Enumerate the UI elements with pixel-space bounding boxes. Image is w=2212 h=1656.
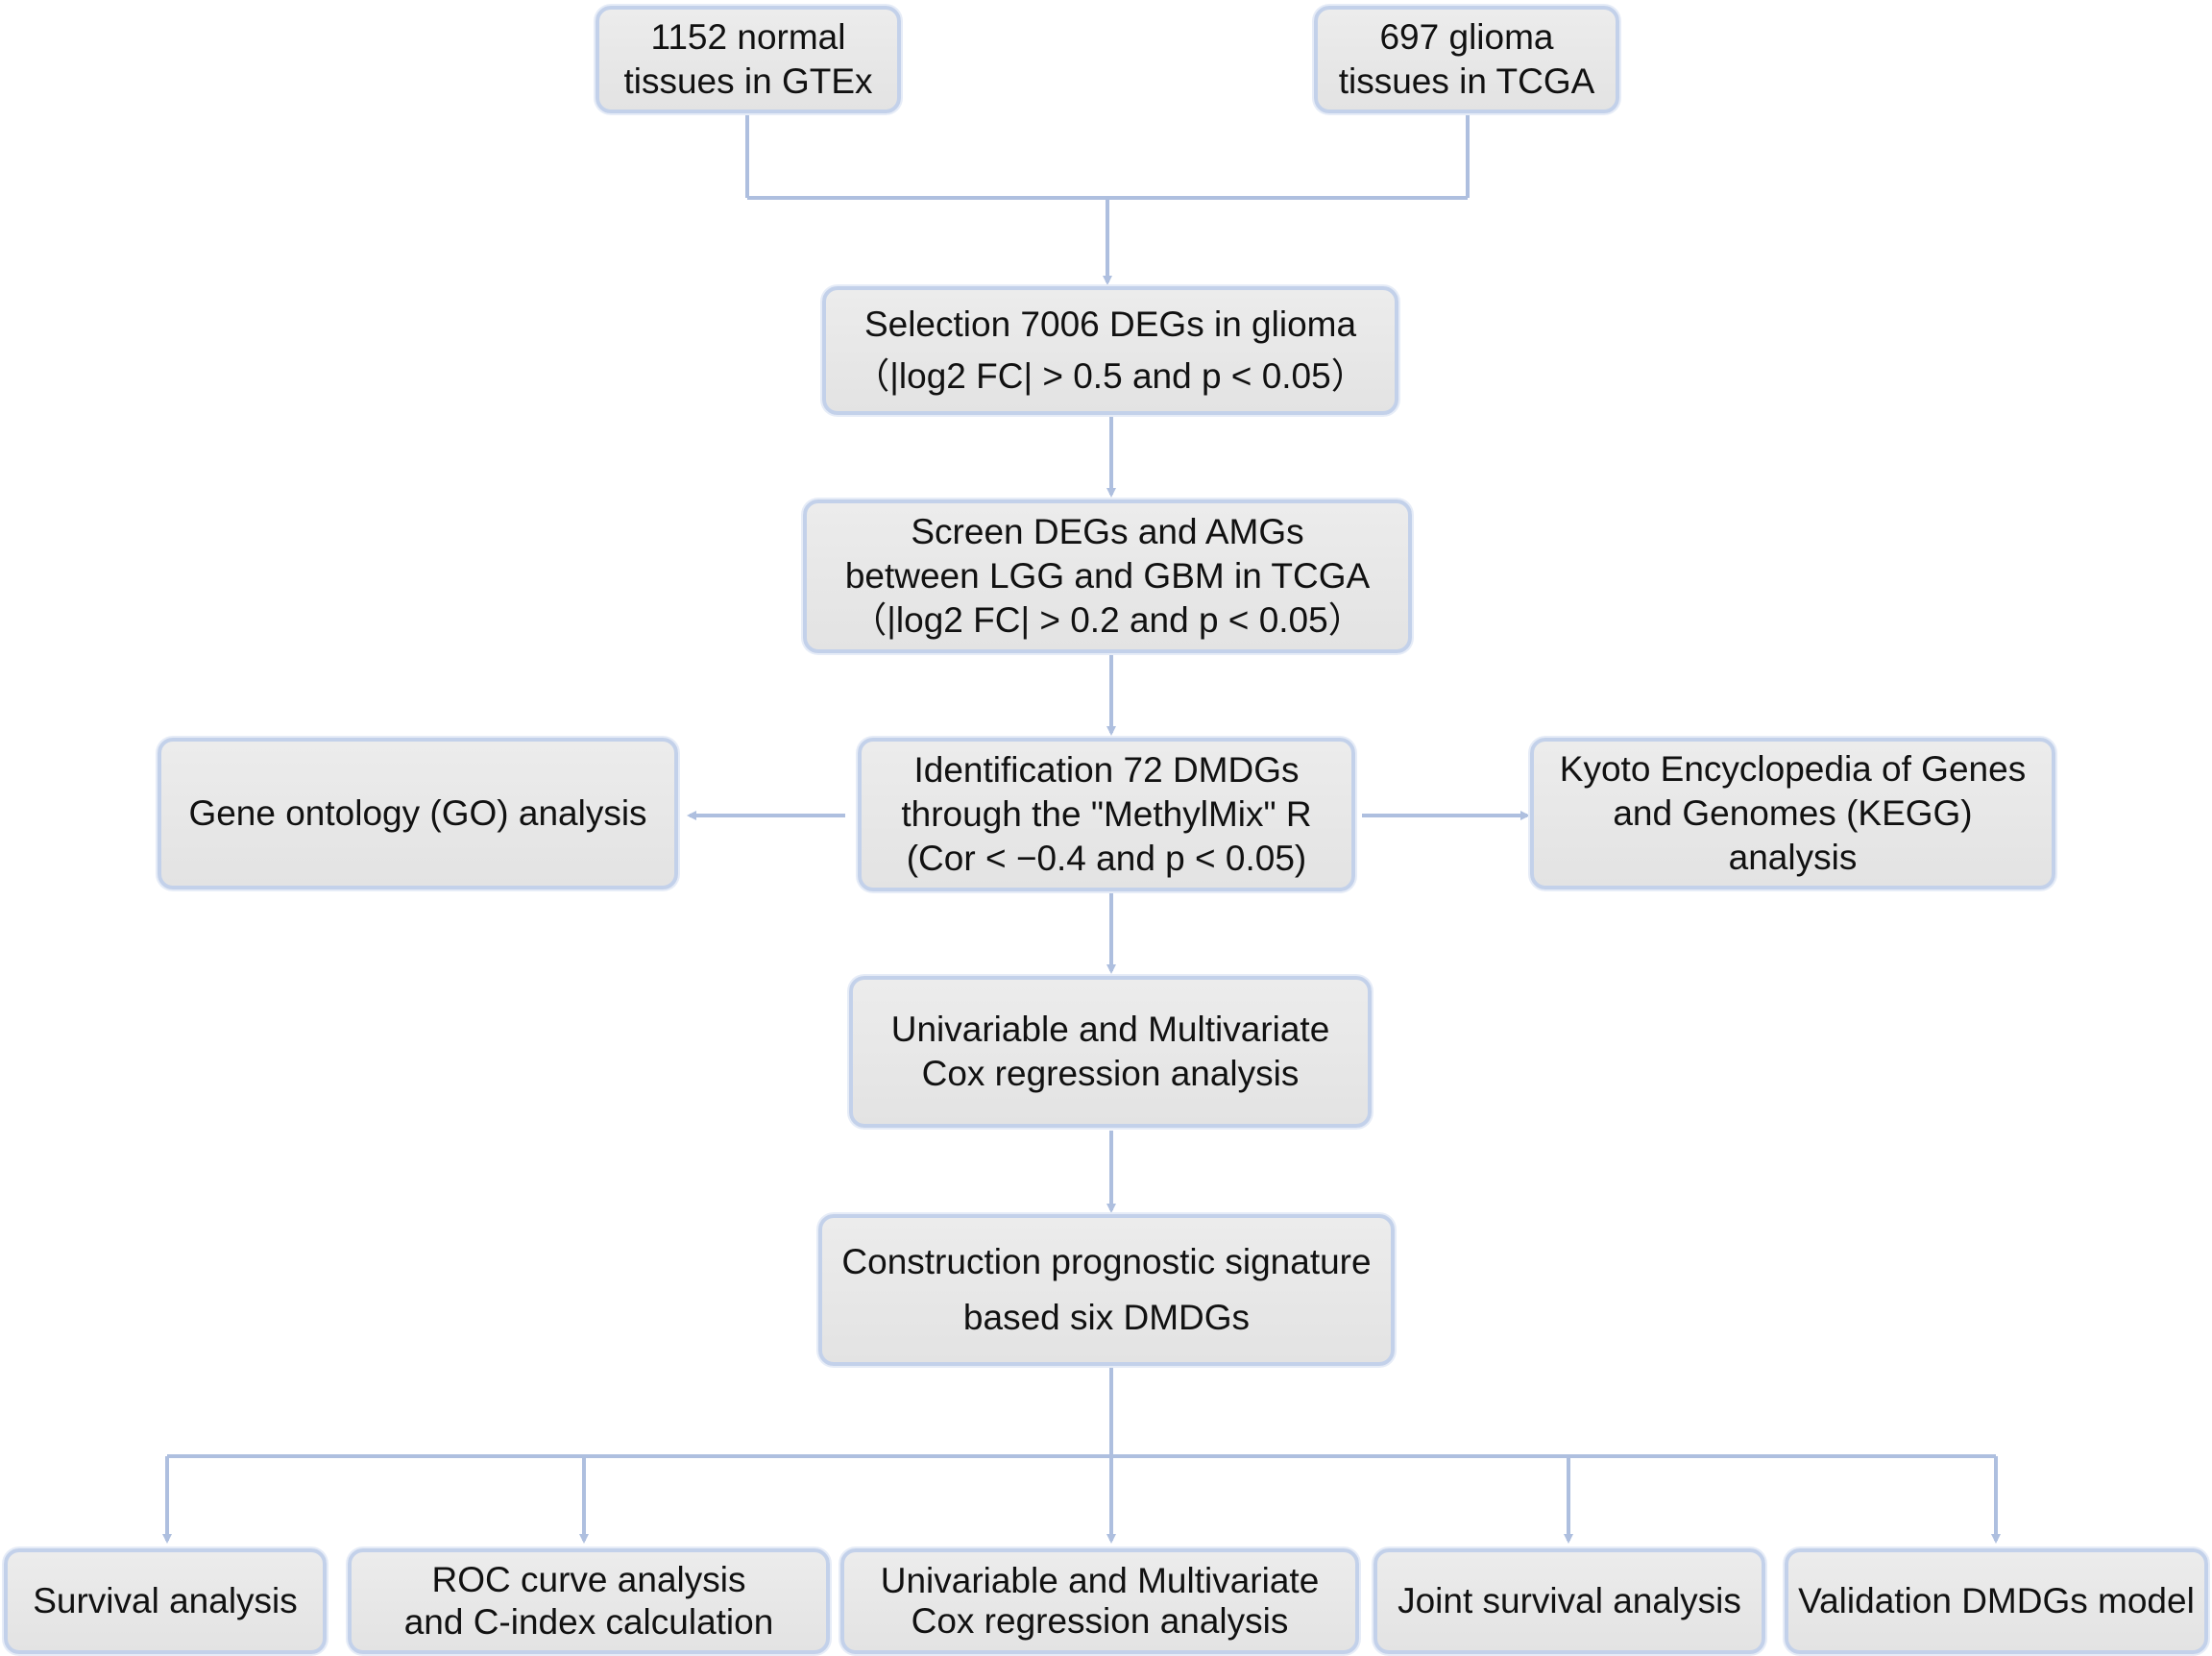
cox-line-1: Univariable and Multivariate (890, 1010, 1330, 1049)
tcga-node: 697 glioma tissues in TCGA (1314, 6, 1619, 113)
roc-line-1: ROC curve analysis (431, 1560, 746, 1599)
joint-node: Joint survival analysis (1373, 1548, 1765, 1654)
kegg-line-2: and Genomes (KEGG) (1613, 793, 1973, 833)
screen-line-2: between LGG and GBM in TCGA (844, 556, 1371, 596)
roc-node: ROC curve analysis and C-index calculati… (348, 1548, 830, 1654)
construction-node: Construction prognostic signature based … (818, 1214, 1395, 1366)
cox-line-2: Cox regression analysis (921, 1054, 1300, 1093)
construction-line-2: based six DMDGs (962, 1298, 1251, 1337)
screen-node: Screen DEGs and AMGs between LGG and GBM… (803, 499, 1412, 653)
selection-node: Selection 7006 DEGs in glioma （|log2 FC|… (822, 286, 1398, 415)
go-line-1: Gene ontology (GO) analysis (188, 793, 647, 833)
cox-node: Univariable and Multivariate Cox regress… (849, 976, 1372, 1128)
roc-line-2: and C-index calculation (403, 1602, 774, 1642)
survival-line-1: Survival analysis (33, 1581, 298, 1620)
kegg-line-3: analysis (1728, 838, 1858, 877)
gtex-line-1: 1152 normal (650, 17, 846, 57)
validation-line-1: Validation DMDGs model (1798, 1581, 2195, 1620)
construction-line-1: Construction prognostic signature (841, 1242, 1372, 1281)
gtex-node: 1152 normal tissues in GTEx (596, 6, 901, 113)
identification-line-3: (Cor < −0.4 and p < 0.05) (906, 839, 1307, 878)
tcga-line-2: tissues in TCGA (1338, 61, 1595, 101)
validation-node: Validation DMDGs model (1785, 1548, 2208, 1654)
survival-node: Survival analysis (4, 1548, 327, 1654)
cox2-node: Univariable and Multivariate Cox regress… (840, 1548, 1359, 1654)
kegg-node: Kyoto Encyclopedia of Genes and Genomes … (1530, 738, 2055, 889)
cox2-line-2: Cox regression analysis (911, 1601, 1289, 1641)
cox2-line-1: Univariable and Multivariate (880, 1561, 1320, 1600)
joint-line-1: Joint survival analysis (1398, 1581, 1741, 1620)
identification-node: Identification 72 DMDGs through the "Met… (858, 738, 1355, 891)
gtex-line-2: tissues in GTEx (623, 61, 873, 101)
kegg-line-1: Kyoto Encyclopedia of Genes (1559, 749, 2027, 789)
screen-line-3: （|log2 FC| > 0.2 and p < 0.05） (851, 600, 1364, 640)
selection-line-2: （|log2 FC| > 0.5 and p < 0.05） (854, 356, 1367, 396)
go-node: Gene ontology (GO) analysis (158, 738, 678, 889)
identification-line-1: Identification 72 DMDGs (913, 750, 1300, 790)
selection-line-1: Selection 7006 DEGs in glioma (863, 304, 1357, 344)
tcga-line-1: 697 glioma (1379, 17, 1554, 57)
identification-line-2: through the "MethylMix" R (901, 794, 1312, 834)
screen-line-1: Screen DEGs and AMGs (911, 512, 1304, 551)
